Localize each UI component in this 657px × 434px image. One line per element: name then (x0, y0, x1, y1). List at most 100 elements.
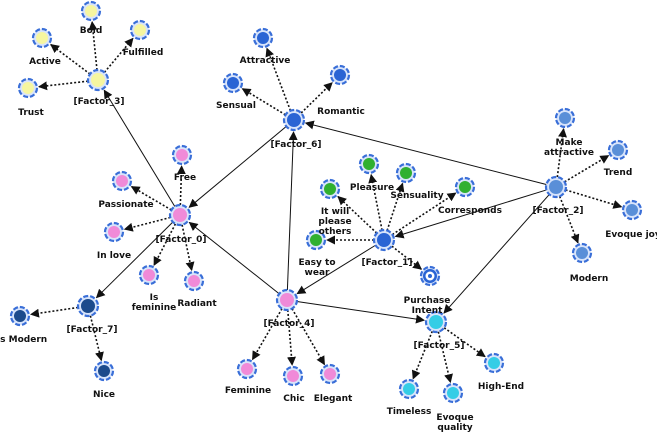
node-sensuality[interactable] (395, 162, 417, 184)
edge-factor-2-to-modern (558, 196, 580, 244)
edge-factor-2-to-factor-5 (443, 194, 550, 314)
target-ring (428, 274, 432, 278)
node-core (143, 269, 155, 281)
node-evoque-joy[interactable] (621, 199, 643, 221)
node-feminine[interactable] (236, 358, 258, 380)
node-passionate[interactable] (111, 170, 133, 192)
label-is-modern: Is Modern (0, 335, 47, 345)
label-free: Free (174, 173, 196, 183)
node-core (257, 32, 269, 44)
node-core (98, 365, 110, 377)
node-core (116, 175, 128, 187)
node-factor-2[interactable] (544, 175, 568, 199)
node-in-love[interactable] (103, 221, 125, 243)
label-elegant: Elegant (314, 394, 353, 404)
node-nice[interactable] (93, 360, 115, 382)
node-core (488, 357, 500, 369)
edge-factor-3-to-bold (88, 21, 98, 71)
node-core (429, 315, 443, 329)
edge-factor-1-to-it-will-please (337, 195, 378, 234)
edge-factor-4-to-factor-6 (286, 131, 298, 291)
node-core (334, 69, 346, 81)
node-trust[interactable] (17, 77, 39, 99)
edge-factor-5-to-evoque-quality (437, 331, 453, 384)
label-timeless: Timeless (387, 407, 432, 417)
node-high-end[interactable] (483, 352, 505, 374)
node-core (81, 299, 95, 313)
node-make-attractive[interactable] (554, 107, 576, 129)
node-is-feminine[interactable] (138, 264, 160, 286)
node-factor-3[interactable] (86, 68, 110, 92)
label-feminine: Feminine (225, 386, 271, 396)
edge-factor-2-to-make-attractive (556, 128, 567, 178)
node-easy-to-wear[interactable] (305, 229, 327, 251)
node-it-will-please[interactable] (319, 178, 341, 200)
node-corresponds[interactable] (454, 176, 476, 198)
label-bold: Bold (80, 26, 103, 36)
node-chic[interactable] (282, 365, 304, 387)
edge-factor-0-to-factor-3 (103, 89, 176, 207)
node-pleasure[interactable] (358, 153, 380, 175)
node-core (287, 370, 299, 382)
node-core (612, 144, 624, 156)
node-core (280, 293, 294, 307)
label-romantic: Romantic (317, 107, 365, 117)
node-core (36, 32, 48, 44)
edge-factor-2-to-factor-6 (304, 120, 547, 186)
node-core (324, 183, 336, 195)
node-timeless[interactable] (398, 378, 420, 400)
label-trend: Trend (604, 168, 633, 178)
node-core (85, 5, 97, 17)
node-romantic[interactable] (329, 64, 351, 86)
node-factor-0[interactable] (168, 203, 192, 227)
edge-factor-7-to-nice (89, 315, 104, 362)
node-is-modern[interactable] (9, 305, 31, 327)
edge-factor-0-to-free (176, 165, 186, 206)
node-core (310, 234, 322, 246)
node-factor-5[interactable] (424, 310, 448, 334)
edge-factor-1-to-pleasure (368, 173, 383, 231)
node-radiant[interactable] (183, 270, 205, 292)
node-sensual[interactable] (222, 72, 244, 94)
node-core (559, 112, 571, 124)
node-modern[interactable] (571, 242, 593, 264)
node-core (363, 158, 375, 170)
node-core (626, 204, 638, 216)
edges-layer (29, 21, 623, 384)
label-evoque-joy: Evoque joy (605, 230, 657, 240)
node-factor-6[interactable] (282, 108, 306, 132)
node-attractive[interactable] (252, 27, 274, 49)
node-purchase-intent[interactable] (419, 265, 441, 287)
node-free[interactable] (171, 144, 193, 166)
edge-factor-6-to-sensual (241, 88, 286, 116)
node-fulfilled[interactable] (129, 19, 151, 41)
node-core (459, 181, 471, 193)
node-factor-7[interactable] (76, 294, 100, 318)
node-elegant[interactable] (319, 363, 341, 385)
edge-factor-1-to-sensuality (386, 182, 405, 231)
label-factor-5: [Factor_5] (414, 341, 465, 351)
edge-factor-3-to-active (50, 43, 91, 75)
node-core (14, 310, 26, 322)
node-active[interactable] (31, 27, 53, 49)
edge-factor-3-to-fulfilled (103, 37, 134, 73)
node-trend[interactable] (607, 139, 629, 161)
node-core (400, 167, 412, 179)
edge-factor-5-to-timeless (411, 330, 434, 380)
node-evoque-quality[interactable] (442, 382, 464, 404)
edge-factor-2-to-factor-1 (394, 189, 547, 239)
label-factor-2: [Factor_2] (533, 206, 584, 216)
edge-factor-5-to-high-end (443, 327, 486, 358)
label-active: Active (29, 57, 61, 67)
node-factor-4[interactable] (275, 288, 299, 312)
node-core (134, 24, 146, 36)
label-modern: Modern (570, 274, 609, 284)
node-core (377, 233, 391, 247)
edge-factor-3-to-trust (38, 80, 89, 91)
node-factor-1[interactable] (372, 228, 396, 252)
node-bold[interactable] (80, 0, 102, 22)
